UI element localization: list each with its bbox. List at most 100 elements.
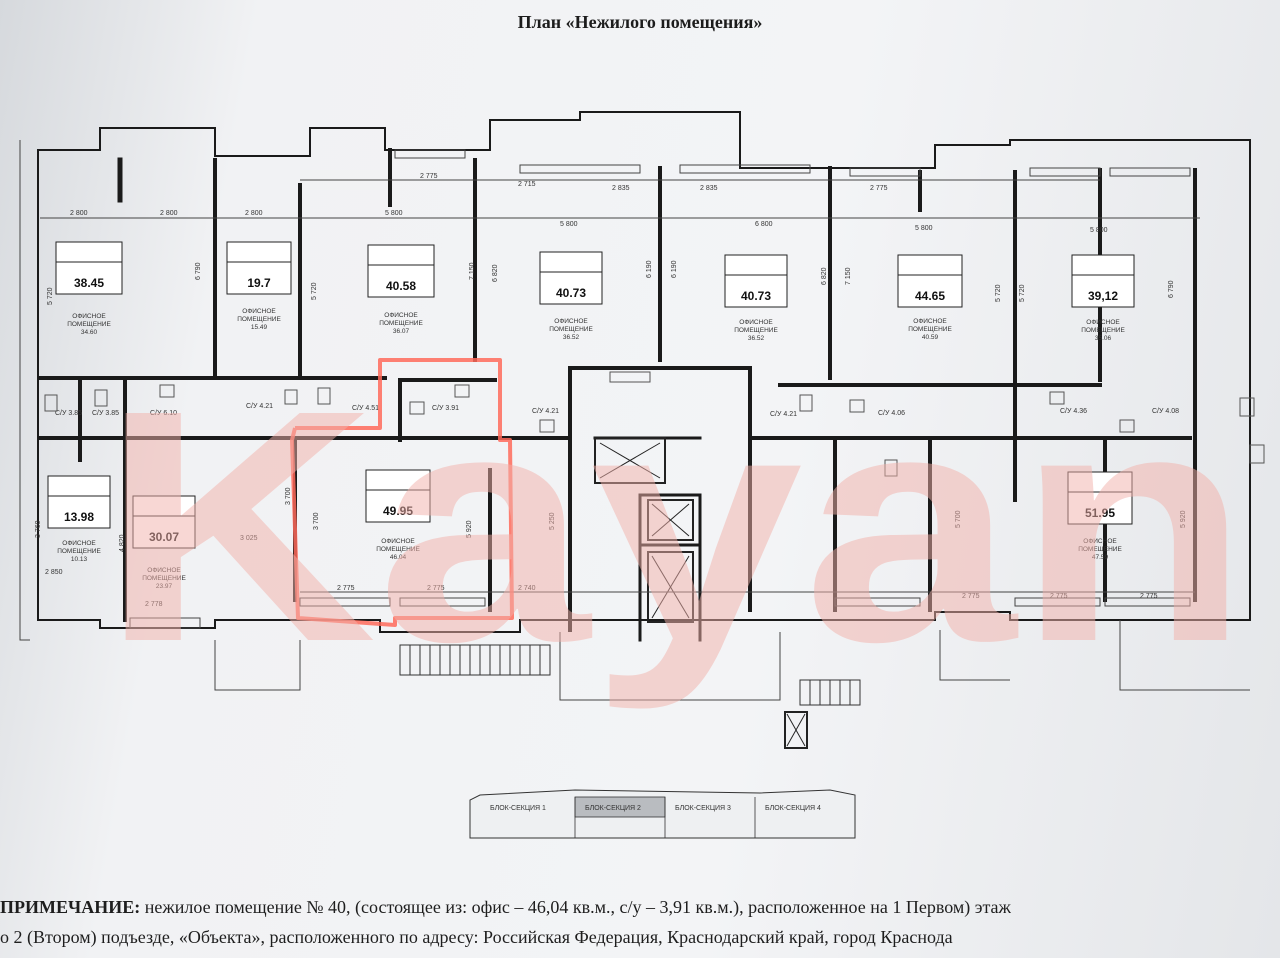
room-sub-area: 36.52 [563, 334, 580, 341]
room-desc: ПОМЕЩЕНИЕ [1078, 546, 1122, 553]
dim-vertical: 6 790 [1168, 280, 1175, 298]
room-area: 30.07 [149, 530, 179, 544]
room-39: ПОМ. 39 40.58 ОФИСНОЕ ПОМЕЩЕНИЕ 36.07 [367, 244, 435, 335]
room-sub-area: 15.49 [251, 324, 268, 331]
room-34: ПОМ. 34 39,12 ОФИСНОЕ ПОМЕЩЕНИЕ 35.06 [1071, 254, 1135, 342]
room-label: ПОМ. 39 [379, 250, 423, 262]
room-43: ПОМ. 43 38.45 ОФИСНОЕ ПОМЕЩЕНИЕ 34.60 [55, 241, 123, 336]
room-label: ПОМ. 40 [376, 475, 420, 487]
room-desc: ПОМЕЩЕНИЕ [142, 575, 186, 582]
block-section-label: БЛОК-СЕКЦИЯ 1 [490, 805, 546, 812]
dim-top: 5 800 [915, 225, 933, 232]
room-label: ПОМ. 44 [57, 481, 102, 493]
dim-top: 2 800 [70, 210, 88, 217]
room-40: ПОМ. 40 49.95 ОФИСНОЕ ПОМЕЩЕНИЕ 46.04 [365, 469, 431, 561]
room-desc: ПОМЕЩЕНИЕ [734, 327, 778, 334]
room-area: 40.73 [741, 289, 771, 303]
floor-plan: 2 800 2 800 2 800 5 800 2 775 2 715 2 83… [19, 111, 1265, 839]
dimensions-top: 2 800 2 800 2 800 5 800 2 775 2 715 2 83… [40, 173, 1200, 234]
room-42: ПОМ. 42 30.07 ОФИСНОЕ ПОМЕЩЕНИЕ 23.97 [132, 495, 196, 590]
windows [129, 149, 1191, 629]
room-sub-area: 10.13 [71, 556, 88, 563]
dim-top: 5 800 [1090, 227, 1108, 234]
dim-vertical: 4 820 [119, 534, 126, 552]
room-sub-area: 34.60 [81, 329, 98, 336]
wc-labels: С/У 3.85 С/У 3.85 С/У 6.10 С/У 4.21 С/У … [55, 403, 1179, 418]
room-desc: ПОМЕЩЕНИЕ [1081, 327, 1125, 334]
dim-bottom: 2 775 [427, 585, 445, 592]
block-section-label: БЛОК-СЕКЦИЯ 4 [765, 805, 821, 812]
wc-label: С/У 4.21 [532, 408, 559, 415]
dim-vertical: 6 820 [492, 264, 499, 282]
room-sub-area: 35.06 [1095, 335, 1112, 342]
dim-vertical: 5 920 [466, 520, 473, 538]
room-sub-area: 40.59 [922, 334, 939, 341]
wc-label: С/У 3.85 [55, 410, 82, 417]
dim-bottom: 2 740 [518, 585, 536, 592]
room-desc: ПОМЕЩЕНИЕ [908, 326, 952, 333]
highlight-room-40 [290, 358, 514, 627]
room-35: ПОМ. 35 51.95 ОФИСНОЕ ПОМЕЩЕНИЕ 47.59 [1067, 471, 1133, 561]
dim-top: 2 775 [420, 173, 438, 180]
room-area: 44.65 [915, 289, 945, 303]
dim-bottom: 2 775 [337, 585, 355, 592]
wc-label: С/У 3.85 [92, 410, 119, 417]
wc-label: С/У 4.06 [878, 410, 905, 417]
dim-vertical: 6 190 [646, 260, 653, 278]
room-desc: ПОМЕЩЕНИЕ [67, 321, 111, 328]
room-label: ПОМ. 35 [1078, 477, 1122, 489]
dim-vertical: 6 820 [821, 267, 828, 285]
room-label: ПОМ. 34 [1081, 260, 1126, 272]
room-area: 38.45 [74, 276, 104, 290]
room-label: ПОМ. 37 [734, 260, 778, 272]
room-44: ПОМ. 44 13.98 ОФИСНОЕ ПОМЕЩЕНИЕ 10.13 [47, 475, 111, 563]
room-label: ПОМ. 43 [67, 247, 111, 259]
room-area: 40.73 [556, 286, 586, 300]
dim-bottom: 2 850 [45, 569, 63, 576]
dim-vertical: 5 250 [549, 512, 556, 530]
room-desc: ОФИСНОЕ [739, 319, 773, 326]
room-desc: ОФИСНОЕ [554, 318, 588, 325]
interior-walls [38, 148, 1197, 642]
room-desc: ОФИСНОЕ [913, 318, 947, 325]
room-desc: ОФИСНОЕ [384, 312, 418, 319]
note-text: о 2 (Втором) подъезде, «Объекта», распол… [0, 927, 953, 947]
room-area: 49.95 [383, 504, 413, 518]
dimensions-bottom: 2 850 2 778 3 025 2 775 2 775 2 740 2 77… [45, 535, 1195, 608]
room-desc: ОФИСНОЕ [72, 313, 106, 320]
note: ПРИМЕЧАНИЕ: нежилое помещение № 40, (сос… [0, 892, 1280, 952]
room-label: ПОМ. 36 [908, 260, 952, 272]
room-desc: ПОМЕЩЕНИЕ [376, 546, 420, 553]
elevators [594, 437, 808, 749]
room-desc: ОФИСНОЕ [1083, 538, 1117, 545]
dim-top: 5 800 [560, 221, 578, 228]
block-section-label: БЛОК-СЕКЦИЯ 3 [675, 805, 731, 812]
wc-label: С/У 6.10 [150, 410, 177, 417]
wc-label: С/У 4.21 [246, 403, 273, 410]
dim-vertical: 5 720 [1019, 284, 1026, 302]
dim-top: 5 800 [385, 210, 403, 217]
dim-vertical: 7 150 [469, 262, 476, 280]
dim-vertical: 5 920 [1180, 510, 1187, 528]
dim-top: 2 775 [870, 185, 888, 192]
dim-bottom: 2 775 [962, 593, 980, 600]
room-desc: ПОМЕЩЕНИЕ [57, 548, 101, 555]
sanitary-fixtures [44, 371, 1265, 477]
dim-bottom: 3 025 [240, 535, 258, 542]
room-desc: ПОМЕЩЕНИЕ [379, 320, 423, 327]
dim-vertical: 3 760 [35, 520, 42, 538]
dim-top: 2 835 [612, 185, 630, 192]
room-desc: ОФИСНОЕ [242, 308, 276, 315]
wc-label: С/У 4.36 [1060, 408, 1087, 415]
dim-vertical: 3 700 [285, 487, 292, 505]
room-desc: ПОМЕЩЕНИЕ [549, 326, 593, 333]
room-label: ПОМ. 42 [142, 501, 186, 513]
dim-vertical: 5 720 [311, 282, 318, 300]
dim-bottom: 2 775 [1140, 593, 1158, 600]
page-title: План «Нежилого помещения» [517, 12, 763, 32]
note-text: нежилое помещение № 40, (состоящее из: о… [140, 897, 1011, 917]
dim-top: 6 800 [755, 221, 773, 228]
building-outline [19, 111, 1251, 701]
room-desc: ОФИСНОЕ [62, 540, 96, 547]
